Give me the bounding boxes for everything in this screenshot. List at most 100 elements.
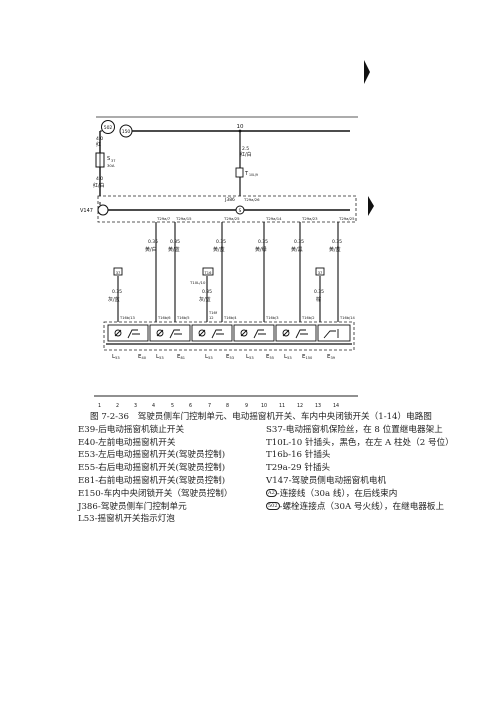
comp-11-name: E (327, 354, 331, 360)
fuse-bottom-wire-color: 红/白 (93, 182, 105, 189)
wire-6-color: 黄/蓝 (329, 246, 341, 253)
figure-caption: 图 7-2-36 驾驶员侧车门控制单元、电动摇窗机开关、车内中央闭锁开关（1-1… (78, 411, 454, 526)
comp-5-sub: 53 (208, 356, 213, 360)
top-connector-wire-size: 2.5 (242, 146, 249, 152)
wire-3-color: 黄/蓝 (213, 246, 225, 253)
switch-elements (107, 324, 351, 342)
page-arrow-top (364, 60, 370, 84)
v147-motor (97, 204, 109, 216)
legend-e81: E81-右前电动摇窗机开关(驾驶员控制) (78, 475, 226, 486)
comp-1-name: L (112, 354, 116, 360)
legend-a2: A2-连接线（30a 线），在后线束内 (266, 488, 438, 501)
502-badge: 502 (266, 502, 280, 511)
scale-1: 1 (98, 403, 101, 409)
lower-pin-3: T16b/5 (176, 316, 190, 320)
upper-pin-2: T29a/15 (175, 216, 192, 221)
page-arrow-mid (368, 196, 374, 216)
scale-9: 9 (245, 403, 248, 409)
svg-text:L53: L53 (246, 354, 254, 360)
scale-3: 3 (134, 403, 137, 409)
scale-13: 13 (315, 403, 321, 409)
right-mid-wire-color: 棕 (316, 296, 321, 303)
svg-text:E40: E40 (138, 354, 147, 360)
comp-4-name: E (177, 354, 181, 360)
lower-pin-2: T16b/6 (157, 316, 171, 320)
scale-11: 11 (279, 403, 285, 409)
scale-14: 14 (333, 403, 339, 409)
j386-label: J386 (224, 197, 235, 203)
comp-9-sub: 53 (287, 356, 292, 360)
upper-pin-5: T29a/23 (301, 216, 318, 221)
scale-6: 6 (189, 403, 192, 409)
comp-5-name: L (205, 354, 209, 360)
bus-center-ring (235, 205, 245, 215)
comp-3-sub: 53 (159, 356, 164, 360)
fuse-label-num: 37 (111, 159, 115, 163)
lower-pin-4: T16b/4 (223, 316, 237, 320)
left-mid-box-label: 37 (116, 271, 121, 275)
t29a-label: T29a/26 (243, 197, 260, 202)
comp-9-name: L (284, 354, 288, 360)
comp-2-name: E (138, 354, 142, 360)
left-mid-wire-color: 灰/蓝 (108, 296, 120, 303)
mid-connector-label: T10L/10 (189, 280, 206, 285)
wire-6-size: 0.35 (332, 239, 342, 245)
left-mid-wire-size: 0.35 (112, 289, 122, 295)
comp-10-sub: 150 (305, 356, 313, 360)
top-connector-label: T (244, 171, 249, 177)
svg-text:E53: E53 (226, 354, 234, 360)
component-labels: L53 E40 L53 E81 L53 E53 L53 E55 L53 E150… (112, 354, 336, 360)
comp-11-sub: 39 (330, 356, 335, 360)
fuse-top-wire-color: 红 (96, 141, 101, 148)
upper-pin-3: T29a/25 (223, 216, 240, 221)
node-502 (101, 120, 115, 134)
svg-text:L53: L53 (205, 354, 213, 360)
svg-text:E55: E55 (266, 354, 274, 360)
legend-v147: V147-驾驶员侧电动摇窗机电机 (266, 475, 387, 486)
wire-3-size: 0.35 (216, 239, 226, 245)
lower-pin-6: T16b/2 (301, 316, 315, 320)
mid-pin-top: T16f (208, 311, 218, 315)
502-text: -螺栓连接点（30A 号火线），在继电器板上 (279, 501, 445, 512)
svg-text:E81: E81 (177, 354, 185, 360)
caption-title: 图 7-2-36 驾驶员侧车门控制单元、电动摇窗机开关、车内中央闭锁开关（1-1… (90, 412, 432, 422)
right-mid-wire-size: 0.35 (314, 289, 324, 295)
mid-box (202, 267, 214, 276)
wire-4-size: 0.35 (258, 239, 268, 245)
legend-e40: E40-左前电动摇窗机开关 (78, 437, 176, 448)
scale-2: 2 (116, 403, 119, 409)
svg-text:E150: E150 (302, 354, 313, 360)
svg-text:L53: L53 (156, 354, 164, 360)
a2-text: -连接线（30a 线），在后线束内 (276, 488, 398, 499)
legend-t16b: T16b-16 针插头 (266, 450, 331, 461)
legend-l53: L53-摇窗机开关指示灯泡 (78, 514, 175, 525)
comp-6-sub: 53 (229, 356, 234, 360)
svg-text:L53: L53 (284, 354, 292, 360)
node-150-label: 150 (122, 129, 131, 135)
lower-pin-7: T16b/14 (339, 316, 356, 320)
legend-e39: E39-后电动摇窗机锁止开关 (78, 424, 185, 435)
legend-t10l: T10L-10 针插头，黑色，在左 A 柱处（2 号位） (266, 437, 454, 448)
legend: E39-后电动摇窗机锁止开关 E40-左前电动摇窗机开关 E53-左后电动摇窗机… (78, 424, 454, 526)
top-connector-sub: 10L/9 (249, 173, 258, 177)
scale-7: 7 (208, 403, 211, 409)
comp-10-name: E (302, 354, 306, 360)
comp-1-sub: 53 (115, 356, 120, 360)
mid-box-label: T16 (204, 271, 212, 275)
upper-wires (155, 222, 339, 322)
scale-12: 12 (297, 403, 303, 409)
top-node-number: 10 (237, 124, 244, 130)
comp-4-sub: 81 (180, 356, 185, 360)
scale-5: 5 (171, 403, 174, 409)
fuse-label-name: S (107, 156, 110, 162)
lower-pin-1: T16b/13 (119, 316, 135, 320)
right-mid-box-label: 37 (318, 271, 323, 275)
top-connector (235, 167, 244, 178)
legend-e53: E53-左后电动摇窗机开关(驾驶员控制) (78, 450, 226, 461)
comp-6-name: E (226, 354, 230, 360)
wire-4-color: 黄/绿 (255, 246, 267, 253)
comp-2-sub: 40 (141, 356, 146, 360)
svg-text:L53: L53 (112, 354, 120, 360)
upper-pin-1: T29a/7 (156, 216, 171, 221)
